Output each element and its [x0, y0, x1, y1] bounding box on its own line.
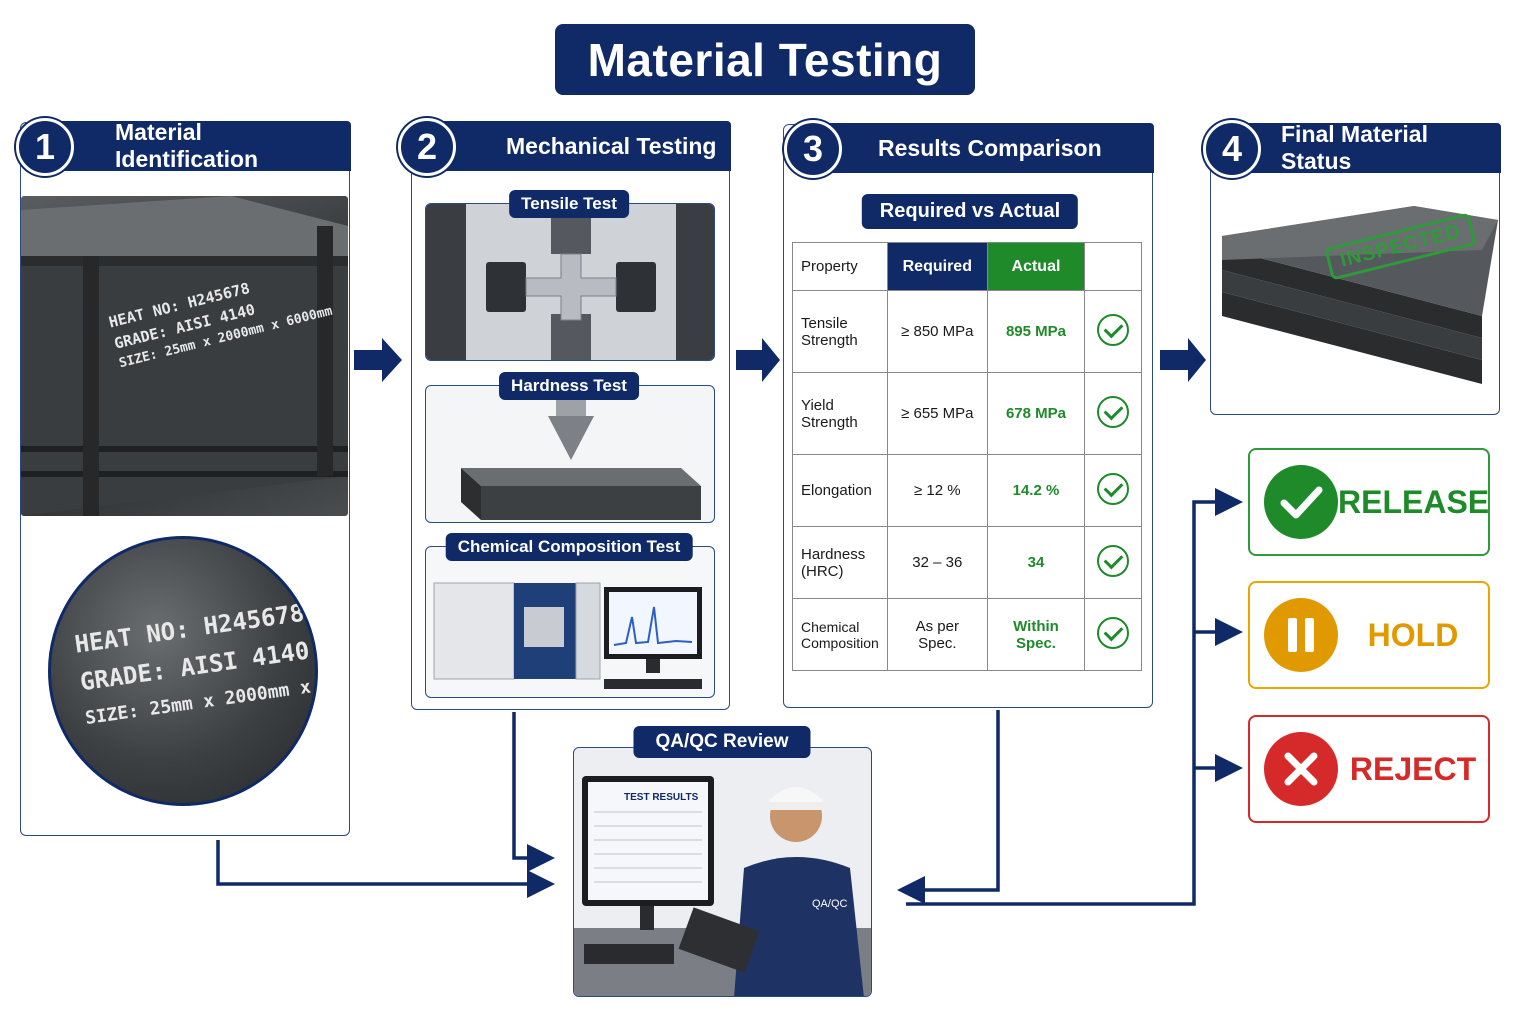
row-property: Chemical Composition: [792, 598, 888, 671]
table-row: Yield Strength ≥ 655 MPa 678 MPa: [792, 372, 1142, 455]
row-required: ≥ 12 %: [886, 454, 988, 527]
step-2-header: Mechanical Testing: [424, 121, 731, 171]
check-circle-icon: [1097, 395, 1130, 428]
hold-label: HOLD: [1367, 616, 1459, 653]
big-arrow-1-2: [354, 338, 402, 382]
close-icon: [1264, 732, 1338, 806]
chemical-test-image: [425, 546, 715, 698]
uniform-badge: QA/QC: [812, 898, 848, 910]
step-2-title: Mechanical Testing: [506, 132, 717, 159]
plate-layers: [21, 196, 348, 516]
inspected-plates-image: INSPECTED: [1214, 200, 1498, 410]
screen-title: TEST RESULTS: [624, 792, 699, 803]
spectrometer-illustration: [433, 582, 702, 689]
big-arrow-3-4: [1160, 338, 1206, 382]
release-label: RELEASE: [1338, 483, 1490, 520]
hold-status[interactable]: HOLD: [1248, 581, 1490, 689]
row-actual: 34: [986, 526, 1086, 599]
comparison-table: Property Required Actual Tensile Strengt…: [792, 242, 1142, 671]
review-scene-illustration: [574, 776, 871, 996]
comparison-heading: Required vs Actual: [861, 194, 1079, 229]
connector-step2-review: [512, 712, 555, 872]
step-1-header: Material Identification: [33, 119, 351, 172]
hardness-indenter-illustration: [461, 386, 701, 520]
step-3-title: Results Comparison: [878, 134, 1102, 161]
row-property: Hardness (HRC): [792, 526, 888, 599]
header-property: Property: [792, 242, 888, 291]
check-circle-icon: [1097, 313, 1130, 346]
step-4-number: 4: [1203, 120, 1261, 178]
check-circle-icon: [1097, 472, 1130, 505]
row-property: Yield Strength: [792, 372, 888, 455]
connector-step3-review: [897, 710, 1000, 904]
header-actual: Actual: [986, 242, 1086, 291]
row-property: Elongation: [792, 454, 888, 527]
check-circle-icon: [1097, 544, 1130, 577]
steel-plate-stack-image: HEAT NO: H245678 GRADE: AISI 4140 SIZE: …: [21, 196, 348, 516]
row-actual: 678 MPa: [986, 372, 1086, 455]
big-arrow-2-3: [736, 338, 780, 382]
row-actual: 895 MPa: [986, 290, 1086, 373]
step-1-number: 1: [16, 118, 74, 176]
table-row: Chemical Composition As per Spec. Within…: [792, 598, 1142, 671]
step-2-number: 2: [398, 118, 456, 176]
step-4-header: Final Material Status: [1223, 121, 1501, 174]
table-row: Tensile Strength ≥ 850 MPa 895 MPa: [792, 290, 1142, 373]
chemical-test-tag: Chemical Composition Test: [445, 533, 693, 561]
step-1-title: Material Identification: [115, 119, 259, 172]
step-4-title: Final Material Status: [1281, 121, 1428, 174]
hardness-test-image: [425, 385, 715, 523]
reject-status[interactable]: REJECT: [1248, 715, 1490, 823]
page-title: Material Testing: [555, 24, 975, 95]
table-header-row: Property Required Actual: [792, 242, 1142, 291]
connector-step1-review: [216, 840, 555, 898]
tensile-test-image: [425, 203, 715, 361]
row-actual: Within Spec.: [986, 598, 1086, 671]
header-check: [1084, 242, 1142, 291]
release-status[interactable]: RELEASE: [1248, 448, 1490, 556]
row-actual: 14.2 %: [986, 454, 1086, 527]
row-required: ≥ 655 MPa: [886, 372, 988, 455]
qaqc-review-image: TEST RESULTS QA/QC: [573, 747, 872, 997]
table-row: Elongation ≥ 12 % 14.2 %: [792, 454, 1142, 527]
row-required: ≥ 850 MPa: [886, 290, 988, 373]
tensile-machine-illustration: [426, 204, 714, 360]
stacked-plates-illustration: [1222, 206, 1498, 384]
qaqc-review-tag: QA/QC Review: [633, 726, 811, 758]
pause-icon: [1264, 598, 1338, 672]
row-required: 32 – 36: [886, 526, 988, 599]
step-3-header: Results Comparison: [796, 123, 1154, 173]
table-row: Hardness (HRC) 32 – 36 34: [792, 526, 1142, 599]
row-required: As per Spec.: [886, 598, 988, 671]
hardness-test-tag: Hardness Test: [499, 372, 639, 400]
header-required: Required: [886, 242, 988, 291]
reject-label: REJECT: [1349, 750, 1477, 787]
row-property: Tensile Strength: [792, 290, 888, 373]
step-3-number: 3: [784, 120, 842, 178]
check-icon: [1264, 465, 1338, 539]
tensile-test-tag: Tensile Test: [509, 190, 629, 218]
magnified-marking-circle: HEAT NO: H245678 GRADE: AISI 4140 SIZE: …: [48, 536, 318, 806]
check-circle-icon: [1097, 616, 1130, 649]
